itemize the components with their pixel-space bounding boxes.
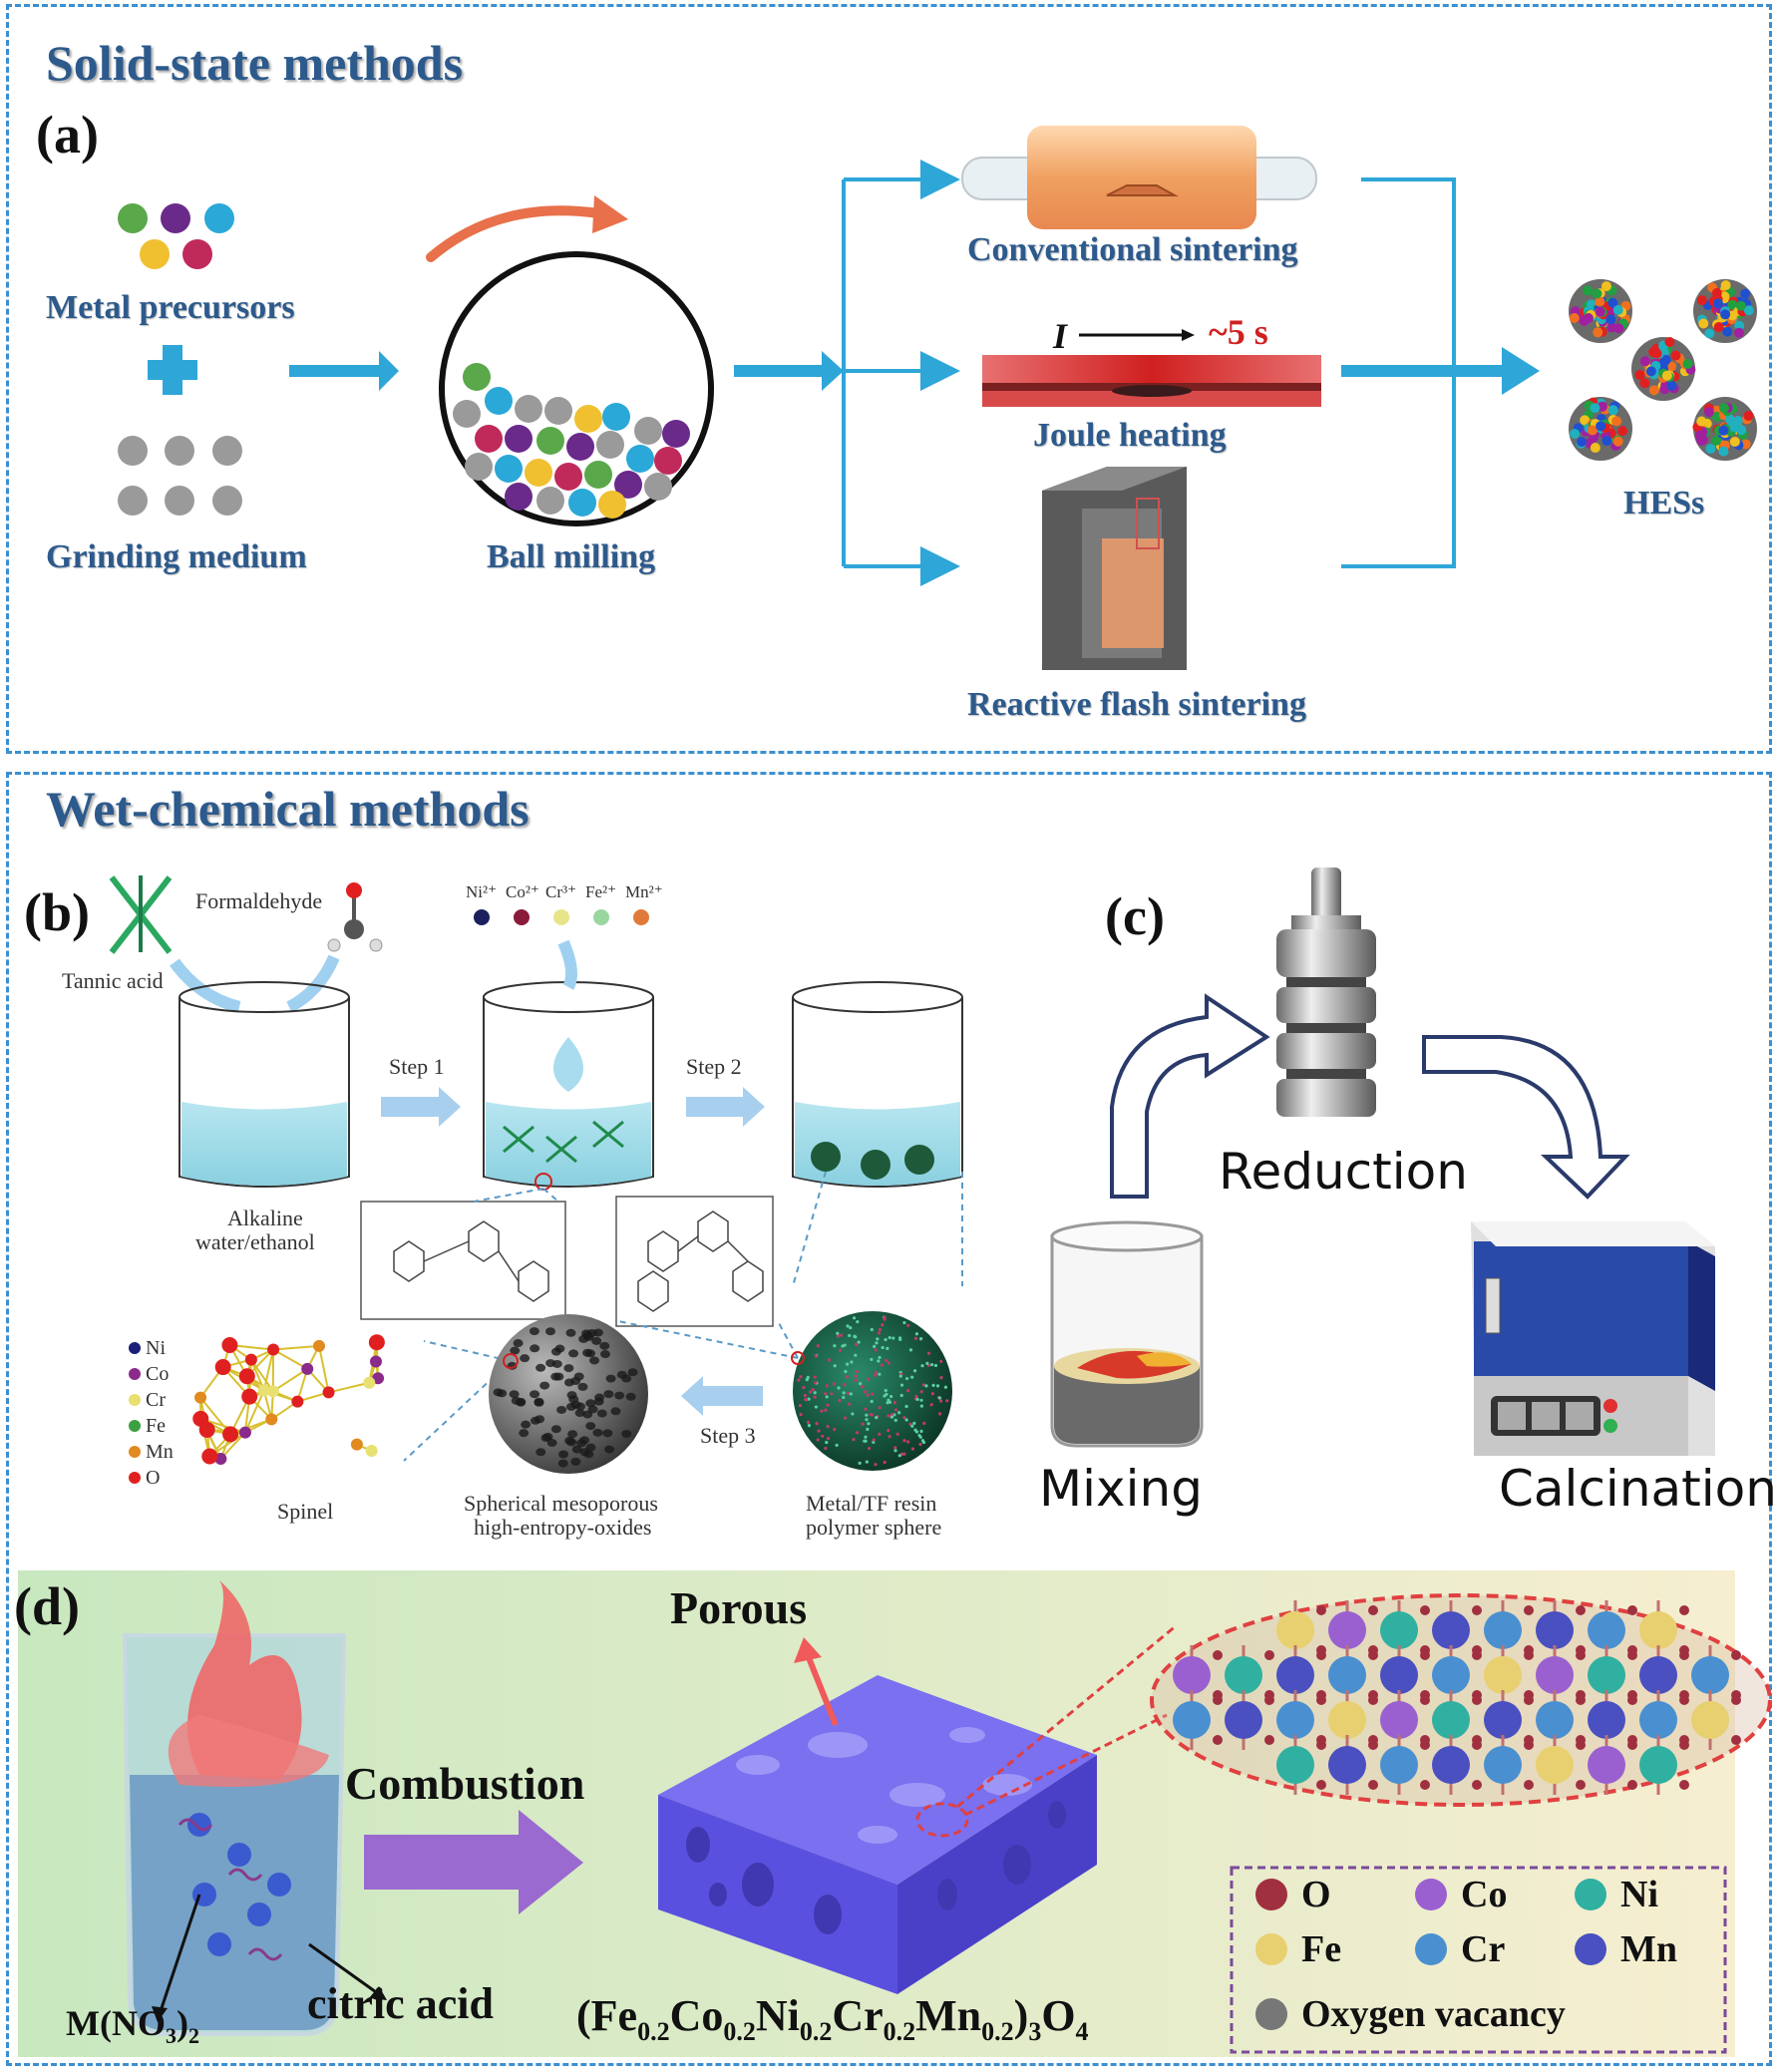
formula-sub-1: 0.2 xyxy=(723,2016,756,2046)
legend-d-cr: Cr xyxy=(1461,1928,1506,1970)
ion-label-4: Mn²⁺ xyxy=(625,882,663,901)
ion-label-2: Cr³⁺ xyxy=(545,882,577,901)
ion-label-3: Fe²⁺ xyxy=(585,882,617,901)
metal-nitrate-label: M(NO3)2 xyxy=(66,2003,199,2049)
legend-b-Mn: Mn xyxy=(146,1441,174,1463)
formula-sub-3: 0.2 xyxy=(883,2016,916,2046)
porous-label: Porous xyxy=(670,1582,808,1633)
mesoporous-label-line2: high-entropy-oxides xyxy=(474,1515,652,1540)
formula-part-5: ) xyxy=(1013,1991,1029,2040)
ion-label-1: Co²⁺ xyxy=(506,882,539,901)
legend-d-co: Co xyxy=(1461,1874,1508,1915)
mesoporous-label-line1: Spherical mesoporous xyxy=(464,1491,658,1516)
formula-sub-2: 0.2 xyxy=(799,2016,833,2046)
legend-b-Fe: Fe xyxy=(146,1415,166,1437)
ion-label-0: Ni²⁺ xyxy=(466,882,498,901)
legend-b-Cr: Cr xyxy=(146,1389,166,1411)
legend-d-mn: Mn xyxy=(1620,1928,1677,1970)
combustion-label: Combustion xyxy=(345,1758,585,1809)
solid-state-section xyxy=(6,4,1772,754)
conventional-sintering-label: Conventional sintering xyxy=(967,231,1298,268)
formula-sub-5: 3 xyxy=(1028,2016,1042,2046)
formula-part-2: Ni xyxy=(755,1991,800,2040)
formula-sub-0: 0.2 xyxy=(637,2016,670,2046)
panel-a-tag: (a) xyxy=(36,105,99,165)
hes-formula: (Fe0.2Co0.2Ni0.2Cr0.2Mn0.2)3O4 xyxy=(576,1990,1089,2047)
panel-d-tag: (d) xyxy=(14,1576,80,1636)
hes-label: HESs xyxy=(1623,485,1705,521)
legend-d-o: O xyxy=(1301,1874,1331,1915)
tannic-acid-label: Tannic acid xyxy=(62,968,164,993)
citric-acid-label: citric acid xyxy=(307,1979,494,2028)
formula-part-0: (Fe xyxy=(576,1991,638,2040)
legend-d-ni: Ni xyxy=(1620,1874,1658,1915)
reduction-label: Reduction xyxy=(1219,1143,1468,1201)
formaldehyde-label: Formaldehyde xyxy=(195,888,323,913)
current-symbol: I xyxy=(1053,316,1068,356)
resin-label-line1: Metal/TF resin xyxy=(806,1491,937,1516)
alkaline-label-line1: Alkaline xyxy=(227,1206,303,1230)
resin-label-line2: polymer sphere xyxy=(806,1515,942,1540)
grinding-medium-label: Grinding medium xyxy=(46,538,307,575)
legend-b-Ni: Ni xyxy=(146,1337,166,1359)
formula-part-6: O xyxy=(1041,1991,1076,2040)
step1-label: Step 1 xyxy=(389,1054,445,1079)
calcination-label: Calcination xyxy=(1499,1460,1777,1518)
spinel-label: Spinel xyxy=(277,1499,334,1524)
formula-sub-6: 4 xyxy=(1075,2016,1089,2046)
wet-chemical-section xyxy=(6,772,1772,2066)
legend-d-fe: Fe xyxy=(1301,1928,1342,1970)
mixing-label: Mixing xyxy=(1039,1460,1203,1518)
joule-heating-label: Joule heating xyxy=(1033,417,1227,454)
wet-chemical-title: Wet-chemical methods xyxy=(46,781,530,837)
legend-d-oxygen-vacancy: Oxygen vacancy xyxy=(1301,1993,1566,2035)
legend-b-Co: Co xyxy=(146,1363,170,1385)
formula-part-4: Mn xyxy=(915,1991,982,2040)
panel-b-tag: (b) xyxy=(24,882,90,942)
step2-label: Step 2 xyxy=(686,1054,742,1079)
time-label: ~5 s xyxy=(1209,312,1268,352)
metal-precursors-label: Metal precursors xyxy=(46,289,295,326)
legend-b-O: O xyxy=(146,1467,161,1489)
formula-part-3: Cr xyxy=(832,1991,884,2040)
formula-part-1: Co xyxy=(669,1991,724,2040)
alkaline-label-line2: water/ethanol xyxy=(195,1229,315,1254)
panel-c-tag: (c) xyxy=(1105,886,1165,946)
ball-milling-label: Ball milling xyxy=(487,538,656,575)
solid-state-title: Solid-state methods xyxy=(46,35,464,91)
formula-sub-4: 0.2 xyxy=(981,2016,1014,2046)
reactive-flash-sintering-label: Reactive flash sintering xyxy=(967,686,1306,723)
step3-label: Step 3 xyxy=(700,1423,756,1448)
